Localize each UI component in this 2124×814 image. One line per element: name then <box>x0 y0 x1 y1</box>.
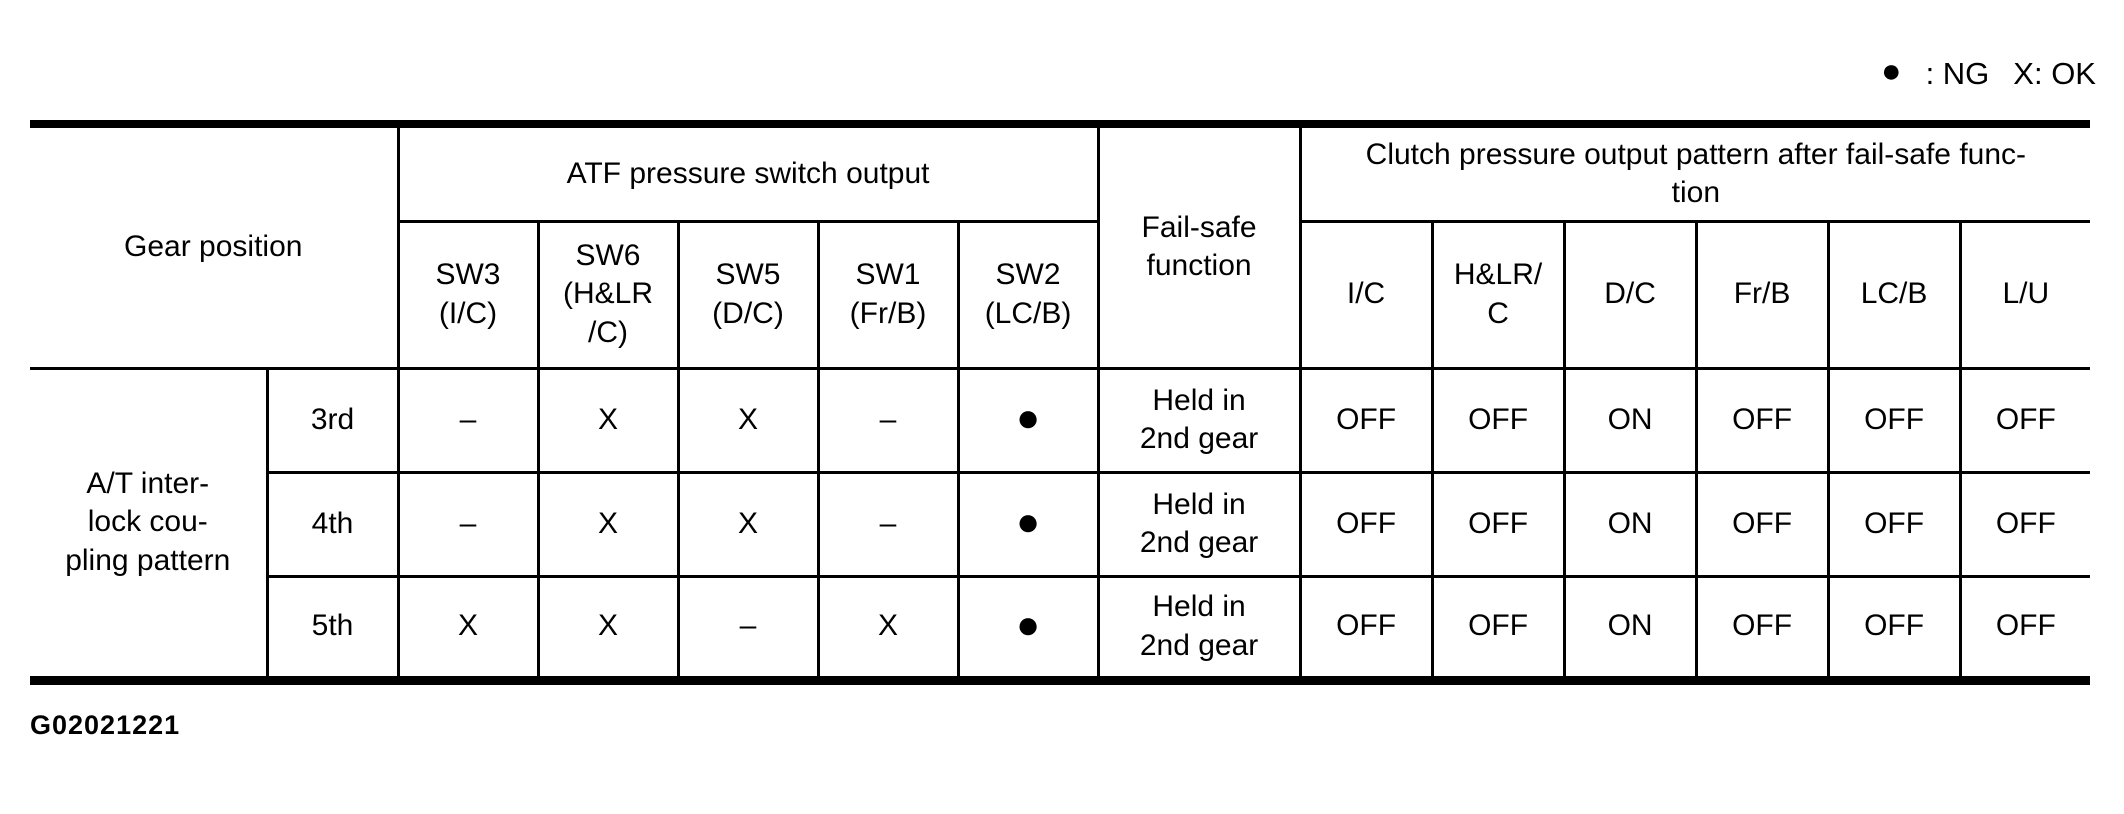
row-group-label: A/T inter- lock cou- pling pattern <box>30 366 269 682</box>
clutch-value-cell: OFF <box>1694 470 1830 578</box>
table-row-4th: 4th – X X – ● Held in 2nd gear OFF OFF O… <box>30 470 2091 578</box>
clutch-value-cell: OFF <box>1430 574 1566 682</box>
clutch-value-cell: OFF <box>1826 366 1962 474</box>
atf-value-cell: – <box>816 470 960 578</box>
clutch-value-cell: ON <box>1562 574 1698 682</box>
header-group-row: Gear position ATF pressure switch output… <box>30 122 2091 370</box>
clutch-value-cell: OFF <box>1694 366 1830 474</box>
clutch-value-cell: OFF <box>1298 574 1434 682</box>
atf-value-cell: X <box>536 470 680 578</box>
gear-cell: 4th <box>265 470 400 578</box>
atf-value-cell: ● <box>956 366 1100 474</box>
clutch-value-cell: OFF <box>1958 574 2091 682</box>
header-ic: I/C <box>1298 219 1434 370</box>
atf-value-cell: – <box>396 470 540 578</box>
header-sw1: SW1 (Fr/B) <box>816 219 960 370</box>
ng-dot-icon: ● <box>1015 500 1041 545</box>
header-frb: Fr/B <box>1694 219 1830 370</box>
atf-value-cell: – <box>676 574 820 682</box>
clutch-value-cell: OFF <box>1958 366 2091 474</box>
fail-safe-function-table: Gear position ATF pressure switch output… <box>30 120 2091 685</box>
clutch-value-cell: OFF <box>1430 470 1566 578</box>
atf-value-cell: X <box>816 574 960 682</box>
ng-dot-icon: ● <box>1015 396 1041 441</box>
clutch-value-cell: OFF <box>1826 574 1962 682</box>
atf-value-cell: X <box>676 366 820 474</box>
atf-value-cell: ● <box>956 574 1100 682</box>
clutch-value-cell: ON <box>1562 366 1698 474</box>
header-lcb: LC/B <box>1826 219 1962 370</box>
clutch-value-cell: OFF <box>1958 470 2091 578</box>
atf-value-cell: X <box>396 574 540 682</box>
gear-cell: 3rd <box>265 366 400 474</box>
header-hlrc: H&LR/ C <box>1430 219 1566 370</box>
clutch-value-cell: OFF <box>1298 470 1434 578</box>
header-dc: D/C <box>1562 219 1698 370</box>
legend-ok-label: X: OK <box>2013 56 2096 91</box>
symbol-legend: ● : NG X: OK <box>1881 52 2096 92</box>
header-lu: L/U <box>1958 219 2091 370</box>
ng-dot-icon: ● <box>1881 52 1902 90</box>
header-atf-group: ATF pressure switch output <box>396 122 1100 223</box>
table-row-5th: 5th X X – X ● Held in 2nd gear OFF OFF O… <box>30 574 2091 682</box>
header-sw2: SW2 (LC/B) <box>956 219 1100 370</box>
clutch-value-cell: OFF <box>1298 366 1434 474</box>
fail-safe-cell: Held in 2nd gear <box>1096 366 1302 474</box>
atf-value-cell: X <box>536 366 680 474</box>
figure-id: G02021221 <box>30 710 181 740</box>
atf-value-cell: X <box>676 470 820 578</box>
table-row-3rd: A/T inter- lock cou- pling pattern 3rd –… <box>30 366 2091 682</box>
header-sw6: SW6 (H&LR /C) <box>536 219 680 370</box>
atf-value-cell: – <box>816 366 960 474</box>
ng-dot-icon: ● <box>1015 602 1041 647</box>
clutch-value-cell: OFF <box>1826 470 1962 578</box>
clutch-value-cell: OFF <box>1430 366 1566 474</box>
atf-value-cell: – <box>396 366 540 474</box>
header-sub-row: SW3 (I/C) SW6 (H&LR /C) SW5 (D/C) SW1 (F… <box>30 219 2091 370</box>
fail-safe-cell: Held in 2nd gear <box>1096 574 1302 682</box>
header-fail-safe: Fail-safe function <box>1096 122 1302 370</box>
atf-value-cell: X <box>536 574 680 682</box>
clutch-value-cell: OFF <box>1694 574 1830 682</box>
header-sw5: SW5 (D/C) <box>676 219 820 370</box>
header-clutch-group: Clutch pressure output pattern after fai… <box>1298 122 2091 223</box>
header-sw3: SW3 (I/C) <box>396 219 540 370</box>
clutch-value-cell: ON <box>1562 470 1698 578</box>
atf-value-cell: ● <box>956 470 1100 578</box>
header-gear-position: Gear position <box>30 122 400 370</box>
gear-cell: 5th <box>265 574 400 682</box>
fail-safe-cell: Held in 2nd gear <box>1096 470 1302 578</box>
legend-ng-label: : NG <box>1925 56 1990 91</box>
